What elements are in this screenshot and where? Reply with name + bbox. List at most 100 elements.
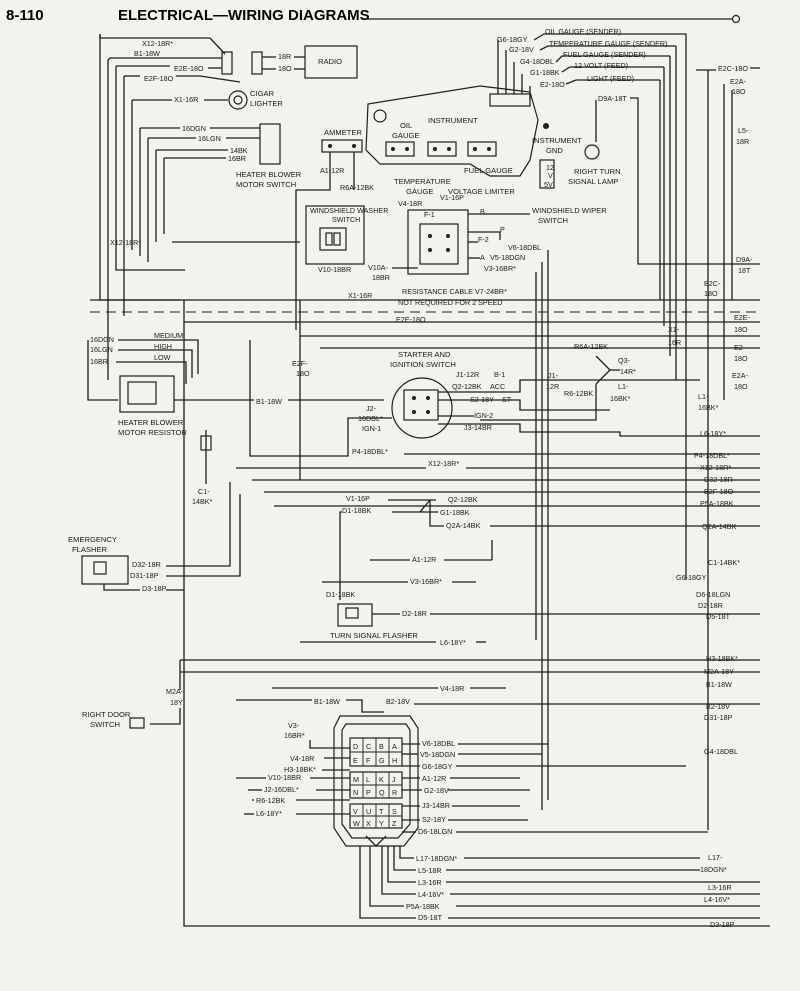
wire-label: L1-	[618, 382, 629, 391]
wire-label: G6-18GY	[497, 35, 528, 44]
wire-label: 16DGN	[90, 335, 114, 344]
pin-label: T	[379, 807, 384, 816]
wire-label: A1-12R	[412, 555, 436, 564]
edge-label: L6-18Y*	[700, 429, 726, 438]
wiper-washer-area: WINDSHIELD WASHER SWITCH V10-18BR V10A- …	[305, 193, 607, 810]
right-door-switch-label: RIGHT DOOR	[82, 710, 131, 719]
pin-label: G	[379, 756, 385, 765]
pin-label: Q	[379, 788, 385, 797]
wire-label: L3-16R	[418, 878, 442, 887]
washer-switch-icon	[319, 227, 347, 251]
wire-label: 16BK*	[610, 394, 631, 403]
speed-label: HIGH	[154, 342, 172, 351]
edge-label: X1-	[668, 325, 680, 334]
turn-signal-flasher-icon	[337, 603, 373, 627]
pin-label: L	[366, 775, 370, 784]
wire-label: IGN-2	[474, 411, 493, 420]
cigar-lighter-icon	[228, 90, 248, 110]
wire-label: V6-18DBL	[508, 243, 541, 252]
wire-label: J3-14BR	[422, 801, 450, 810]
splice-area: V1-16P D1-18BK Q2-12BK G1-18BK Q2A-14BK …	[322, 494, 760, 600]
gauge-feed-label: FUEL GAUGE (SENDER)	[563, 50, 646, 59]
blower-resistor-icon	[127, 381, 157, 405]
title-rule-end-icon	[731, 14, 741, 24]
right-middle-labels: R6A-12BK Q3- 14R* L1- 16BK* J1- 12R R6-1…	[480, 342, 636, 421]
wire-label: D1-18BK	[326, 590, 355, 599]
edge-label: D6-18LGN	[696, 590, 730, 599]
emergency-flasher-label: FLASHER	[72, 545, 108, 554]
bulkhead-connector: D C B A E F G H M L K J N P Q R	[333, 715, 419, 847]
wire-label: 16LGN	[198, 134, 221, 143]
voltage-label: 5V	[544, 180, 553, 189]
wire-label: D2-18R	[402, 609, 427, 618]
wire-label: X12-18R*	[142, 39, 173, 48]
pin-label: R	[392, 788, 397, 797]
wire-label: D5-18T	[418, 913, 443, 922]
wire-label: D1-18BK	[342, 506, 371, 515]
wire-label: X1-16R	[174, 95, 198, 104]
pin-label: Y	[379, 819, 384, 828]
wire-label: 18O	[278, 64, 292, 73]
oil-gauge-icon	[385, 141, 415, 157]
wire-label: 18O	[296, 369, 310, 378]
wire-label: D6-18LGN	[418, 827, 452, 836]
wire-label: P5A-18BK	[406, 902, 440, 911]
pin-label: C	[366, 742, 371, 751]
edge-label: D9A-	[736, 255, 753, 264]
pin-label: S	[392, 807, 397, 816]
wire-label: V4-18R	[290, 754, 314, 763]
ignition-switch-label: IGNITION SWITCH	[390, 360, 456, 369]
wire-label: R6-12BK	[564, 389, 593, 398]
wire-label: 12R	[546, 382, 559, 391]
wire-label: D32-18R	[132, 560, 161, 569]
wire-label: G6-18GY	[422, 762, 453, 771]
wire-label: L6-18Y*	[440, 638, 466, 647]
wire-label: V1-16P	[440, 193, 464, 202]
fuel-gauge-label: FUEL GAUGE	[464, 166, 513, 175]
wire-label: ACC	[490, 382, 505, 391]
wire-label: V1-16P	[346, 494, 370, 503]
pin-label: U	[366, 807, 371, 816]
wire-label: Q2-12BK	[448, 495, 478, 504]
wire-label: 16BR*	[284, 731, 305, 740]
wire-label: 18Y	[170, 698, 183, 707]
radio-connector-left-icon	[221, 51, 233, 75]
right-turn-signal-lamp-icon	[584, 144, 600, 160]
emergency-flasher-icon	[81, 555, 129, 585]
wire-label: G1-18BK	[530, 68, 560, 77]
blower-resistor-label: MOTOR RESISTOR	[118, 428, 187, 437]
edge-label: E2C-18O	[718, 64, 748, 73]
heater-blower-switch-icon	[259, 123, 281, 165]
wire-label: J2-16DBL*	[264, 785, 299, 794]
edge-label: 18O	[734, 354, 748, 363]
edge-label: E2A-	[732, 371, 749, 380]
resistance-cable-label: RESISTANCE CABLE V7-24BR*	[402, 287, 507, 296]
edge-label: 18O	[734, 325, 748, 334]
wire-label: J1-12R	[456, 370, 479, 379]
wire-label: 18R	[278, 52, 291, 61]
wire-label: V5-18DGN	[420, 750, 455, 759]
wire-label: X12-18R*	[110, 238, 141, 247]
edge-label: D3-18P	[710, 920, 735, 929]
right-door-switch-label: SWITCH	[90, 720, 120, 729]
right-door-switch-icon	[129, 717, 145, 729]
edge-label: L5-	[738, 126, 749, 135]
wiper-switch-icon	[419, 223, 459, 265]
fuse-icon	[200, 435, 212, 451]
oil-light-icon	[373, 109, 387, 123]
wire-label: E2F-18O	[144, 74, 174, 83]
wire-label: F-1	[424, 210, 435, 219]
wire-label: A	[480, 253, 485, 262]
wire-label: E2E-18O	[396, 315, 426, 324]
pin-label: V	[353, 807, 358, 816]
edge-label: 18T	[738, 266, 751, 275]
not-required-label: NOT REQUIRED FOR 2 SPEED	[398, 298, 503, 307]
wire-label: V5-18DGN	[490, 253, 525, 262]
wire-label: D9A-18T	[598, 94, 627, 103]
connector-right-wires: V6-18DBL V5-18DGN G6-18GY A1-12R G2-18V …	[402, 739, 708, 836]
temperature-gauge-label: TEMPERATURE	[394, 177, 451, 186]
wire-label: C1-	[198, 487, 210, 496]
wire-label: B2-18V	[386, 697, 410, 706]
wire-label: L4-16V*	[418, 890, 444, 899]
right-turn-signal-label: SIGNAL LAMP	[568, 177, 618, 186]
